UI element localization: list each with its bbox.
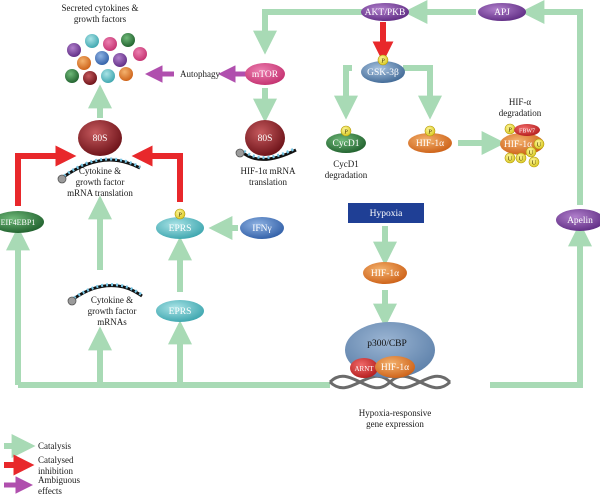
ifn-gamma-node: IFNγ xyxy=(240,217,284,239)
svg-text:CycD1: CycD1 xyxy=(333,159,359,169)
svg-text:HIF-1α: HIF-1α xyxy=(504,140,532,150)
svg-text:APJ: APJ xyxy=(494,8,510,18)
arnt-label: ARNT xyxy=(354,365,374,373)
inhibition-arrows xyxy=(15,22,394,206)
mrna-strand-right xyxy=(235,147,297,161)
hif-1a-phospho-node: P HIF-1α xyxy=(408,125,452,153)
mrna-strand-left xyxy=(57,157,141,184)
hif-1a-hypoxia-node: HIF-1α xyxy=(363,262,407,284)
svg-text:EIF4EBP1: EIF4EBP1 xyxy=(1,218,36,227)
apelin-node: Apelin xyxy=(556,209,600,231)
eprs-bottom-node: EPRS xyxy=(156,300,204,322)
svg-text:AKT/PKB: AKT/PKB xyxy=(365,8,406,18)
svg-text:FBW7: FBW7 xyxy=(519,129,535,135)
mrna-strand-lower xyxy=(67,283,143,306)
cycd1-degradation-label: CycD1 degradation xyxy=(325,159,368,180)
svg-text:U: U xyxy=(537,142,542,149)
svg-text:80S: 80S xyxy=(258,134,273,144)
eif4ebp1-node: EIF4EBP1 xyxy=(0,211,44,233)
hif-translation-label: HIF-1α mRNA translation xyxy=(241,166,296,187)
svg-text:effects: effects xyxy=(38,486,62,496)
svg-text:growth factor: growth factor xyxy=(76,177,125,187)
gsk3b-node: P GSK-3β xyxy=(361,54,405,83)
cycd1-node: P CycD1 xyxy=(326,125,366,153)
svg-text:Hypoxia-responsive: Hypoxia-responsive xyxy=(359,408,431,418)
svg-text:Secreted cytokines &: Secreted cytokines & xyxy=(62,3,139,13)
akt-node: AKT/PKB xyxy=(361,3,409,21)
cytokine-translation-label: Cytokine & growth factor mRNA translatio… xyxy=(67,166,133,198)
svg-text:IFNγ: IFNγ xyxy=(252,224,272,234)
svg-text:U: U xyxy=(529,150,534,157)
catalysis-arrows xyxy=(6,0,592,388)
gene-expression-label: Hypoxia-responsive gene expression xyxy=(359,408,431,429)
ribosome-80s-right: 80S xyxy=(245,120,285,156)
arnt-node xyxy=(350,358,378,378)
svg-text:degradation: degradation xyxy=(325,170,368,180)
svg-text:CycD1: CycD1 xyxy=(333,139,360,149)
svg-text:Hypoxia: Hypoxia xyxy=(370,209,404,219)
hif-1a-degradation-node: P FBW7 HIF-1α U U U U U xyxy=(500,123,545,168)
svg-text:mRNAs: mRNAs xyxy=(97,317,127,327)
p300-label: p300/CBP xyxy=(367,339,407,349)
svg-text:HIF-1α: HIF-1α xyxy=(416,139,444,149)
svg-text:growth factors: growth factors xyxy=(74,14,127,24)
svg-text:P: P xyxy=(381,58,385,65)
svg-text:gene expression: gene expression xyxy=(366,419,424,429)
ribosome-80s-left: 80S xyxy=(78,120,122,156)
svg-text:P: P xyxy=(508,127,512,134)
cytokine-mrnas-label: Cytokine & growth factor mRNAs xyxy=(88,295,137,327)
svg-text:HIF-1α mRNA: HIF-1α mRNA xyxy=(241,166,296,176)
mtor-node: mTOR xyxy=(245,63,285,85)
autophagy-label: Autophagy xyxy=(180,69,220,79)
svg-text:U: U xyxy=(519,156,524,163)
svg-text:Apelin: Apelin xyxy=(567,216,593,226)
svg-text:P: P xyxy=(178,212,182,219)
hif-complex-label: HIF-1α xyxy=(381,363,409,373)
svg-text:GSK-3β: GSK-3β xyxy=(367,68,399,78)
svg-text:mTOR: mTOR xyxy=(252,70,279,80)
svg-text:Cytokine &: Cytokine & xyxy=(79,166,121,176)
svg-text:degradation: degradation xyxy=(499,108,542,118)
secreted-label: Secreted cytokines & growth factors xyxy=(62,3,139,24)
svg-text:Catalysis: Catalysis xyxy=(38,441,71,451)
legend-catalysed-inhibition: Catalysed inhibition xyxy=(4,454,74,476)
svg-text:U: U xyxy=(532,160,537,167)
eprs-top-node: P EPRS xyxy=(156,208,204,239)
svg-text:mRNA translation: mRNA translation xyxy=(67,188,133,198)
secreted-cytokine-cluster xyxy=(65,33,147,85)
legend-ambiguous-effects: Ambiguous effects xyxy=(4,475,81,496)
svg-text:growth factor: growth factor xyxy=(88,306,137,316)
svg-text:80S: 80S xyxy=(93,134,108,144)
svg-text:U: U xyxy=(508,156,513,163)
svg-text:P: P xyxy=(428,129,432,136)
svg-text:HIF-1α: HIF-1α xyxy=(371,269,399,279)
svg-text:Ambiguous: Ambiguous xyxy=(38,475,81,485)
svg-text:Cytokine &: Cytokine & xyxy=(91,295,133,305)
svg-text:EPRS: EPRS xyxy=(169,307,192,317)
hypoxia-box: Hypoxia xyxy=(348,203,424,223)
svg-text:HIF-α: HIF-α xyxy=(509,97,531,107)
svg-text:translation: translation xyxy=(249,177,287,187)
hif-alpha-degradation-label: HIF-α degradation xyxy=(499,97,542,118)
legend-catalysis: Catalysis xyxy=(4,434,71,458)
hif-complex-node xyxy=(375,356,415,378)
svg-text:EPRS: EPRS xyxy=(169,224,192,234)
svg-text:Catalysed: Catalysed xyxy=(38,455,74,465)
ubiquitin-chain: U U U U U xyxy=(504,138,545,168)
svg-text:P: P xyxy=(344,129,348,136)
svg-text:inhibition: inhibition xyxy=(38,466,74,476)
legend: Catalysis Catalysed inhibition Ambiguous… xyxy=(4,434,81,496)
apj-node: APJ xyxy=(478,3,526,21)
dna-helix xyxy=(328,374,452,390)
